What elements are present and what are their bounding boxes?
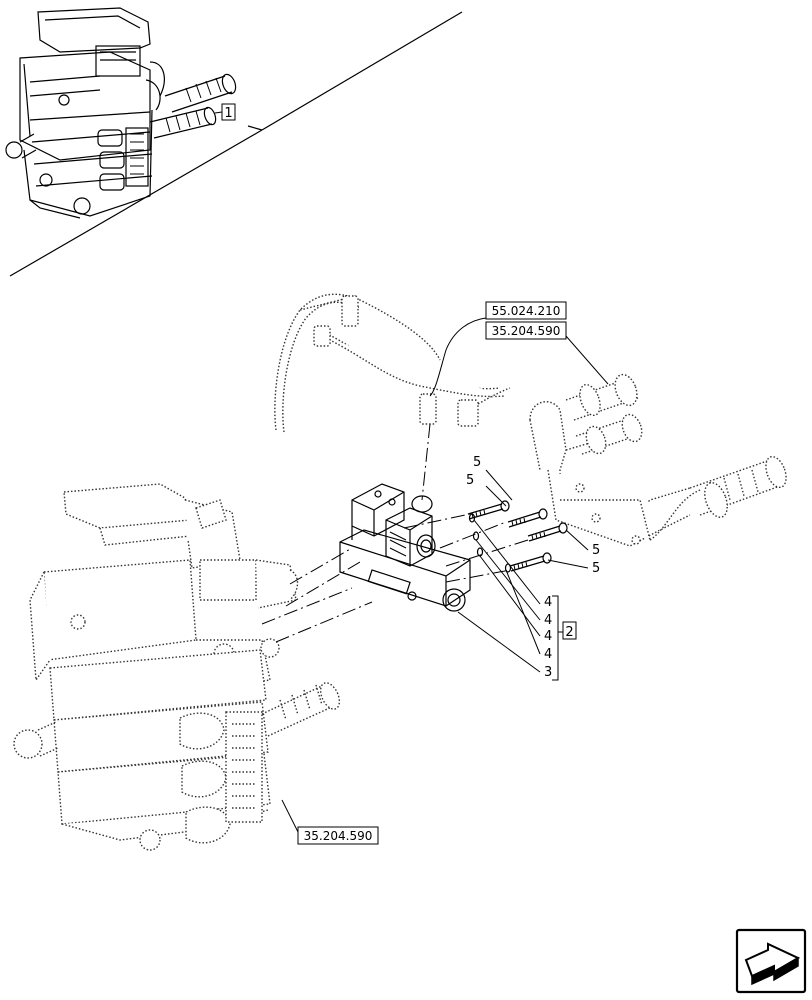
inset-valve-assembly: [5, 7, 237, 219]
callout-labels: 5 5 5 5 4 4 4 4 3 2: [466, 455, 600, 680]
callout-2: 2: [565, 625, 573, 640]
screws: [467, 500, 568, 572]
ref-box-valve-block[interactable]: 35.204.590: [297, 826, 379, 845]
inset-border-lower: [9, 129, 263, 277]
harness-connector-b: [341, 295, 359, 327]
callout-4-c: 4: [544, 629, 552, 644]
main-valve-block: [13, 483, 341, 851]
ref-harness-label[interactable]: 55.024.210: [492, 304, 561, 318]
callout-2-box: [562, 621, 577, 640]
assembly-center-lines: [261, 423, 529, 643]
callout-4-b: 4: [544, 613, 552, 628]
inset-couplers: [97, 127, 149, 191]
callout-5-d: 5: [592, 561, 600, 576]
hose-assembly: [529, 373, 787, 547]
item-2-bracket: [552, 595, 563, 681]
callout-4-a: 4: [544, 595, 552, 610]
wiring-harness: [274, 293, 511, 433]
ref-valve-block-label[interactable]: 35.204.590: [304, 829, 373, 843]
callout-1-label: 1: [224, 106, 232, 121]
callout-5-c: 5: [592, 543, 600, 558]
screw-3: [527, 522, 568, 542]
inset-hose-upper: [164, 73, 237, 113]
ref-box-hoses[interactable]: 35.204.590: [485, 321, 567, 340]
callout-3: 3: [544, 665, 552, 680]
inset-border-upper: [261, 11, 463, 131]
inset-overview: 1: [5, 7, 463, 277]
o-ring-1: [468, 513, 476, 523]
callout-4-d: 4: [544, 647, 552, 662]
callout-5-a: 5: [473, 455, 481, 470]
callout-1: 1: [214, 103, 236, 121]
callout-5-b: 5: [466, 473, 474, 488]
leader-lines: [281, 317, 609, 837]
valve-hose: [261, 682, 341, 737]
harness-connector-d: [457, 399, 479, 427]
ref-box-harness[interactable]: 55.024.210: [485, 301, 567, 320]
hose-lower-couplers: [649, 455, 787, 541]
next-page-arrow-icon[interactable]: [735, 928, 807, 994]
inset-hose-lower: [149, 106, 217, 139]
valve-spool-caps: [179, 711, 263, 844]
screw-2: [507, 508, 548, 528]
harness-connector-c: [419, 393, 437, 425]
screw-4: [509, 552, 552, 572]
o-ring-2: [472, 531, 480, 541]
reference-boxes[interactable]: 55.024.210 35.204.590 35.204.590: [297, 301, 567, 845]
hose-upper-couplers: [565, 373, 643, 455]
solenoid-valve: [339, 483, 471, 612]
harness-connector-a: [313, 325, 331, 347]
ref-hoses-label[interactable]: 35.204.590: [492, 324, 561, 338]
